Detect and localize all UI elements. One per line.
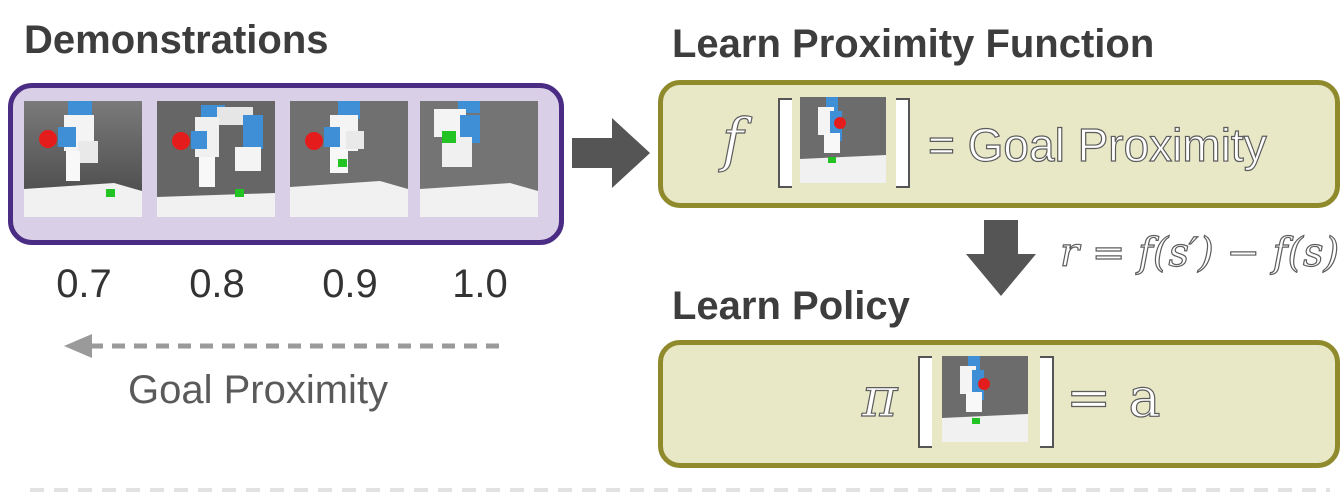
goal-proximity-equals: = Goal Proximity [927, 118, 1267, 171]
proximity-value-4: 1.0 [452, 262, 508, 306]
action-equals: = a [1065, 366, 1161, 429]
robot-arm-scene-icon [942, 356, 1028, 442]
right-bracket [896, 98, 910, 188]
demo-frame-1 [24, 101, 142, 217]
proximity-value-2: 0.8 [189, 262, 245, 306]
proximity-value-3: 0.9 [322, 262, 378, 306]
robot-arm-scene-icon [800, 97, 886, 183]
proximity-value-1: 0.7 [56, 262, 112, 306]
proximity-function-box [658, 80, 1340, 208]
goal-proximity-label: Goal Proximity [128, 368, 389, 412]
policy-left-bracket [918, 356, 932, 448]
bottom-divider [30, 488, 1330, 492]
arrow-down-icon [966, 220, 1036, 296]
left-bracket [778, 98, 792, 188]
policy-right-bracket [1040, 356, 1054, 448]
learn-proximity-title: Learn Proximity Function [672, 22, 1155, 66]
demo-frame-2 [157, 101, 275, 217]
reward-equation: r = f(s′) − f(s) [1059, 229, 1340, 276]
policy-symbol: π [861, 366, 898, 429]
demo-frame-4 [420, 101, 538, 217]
demo-frame-3 [290, 101, 408, 217]
demonstrations-title: Demonstrations [24, 18, 329, 62]
dashed-arrow-left-icon [64, 334, 502, 358]
function-symbol: f [721, 106, 744, 174]
arrow-right-icon [572, 118, 650, 188]
learn-policy-title: Learn Policy [672, 284, 910, 328]
